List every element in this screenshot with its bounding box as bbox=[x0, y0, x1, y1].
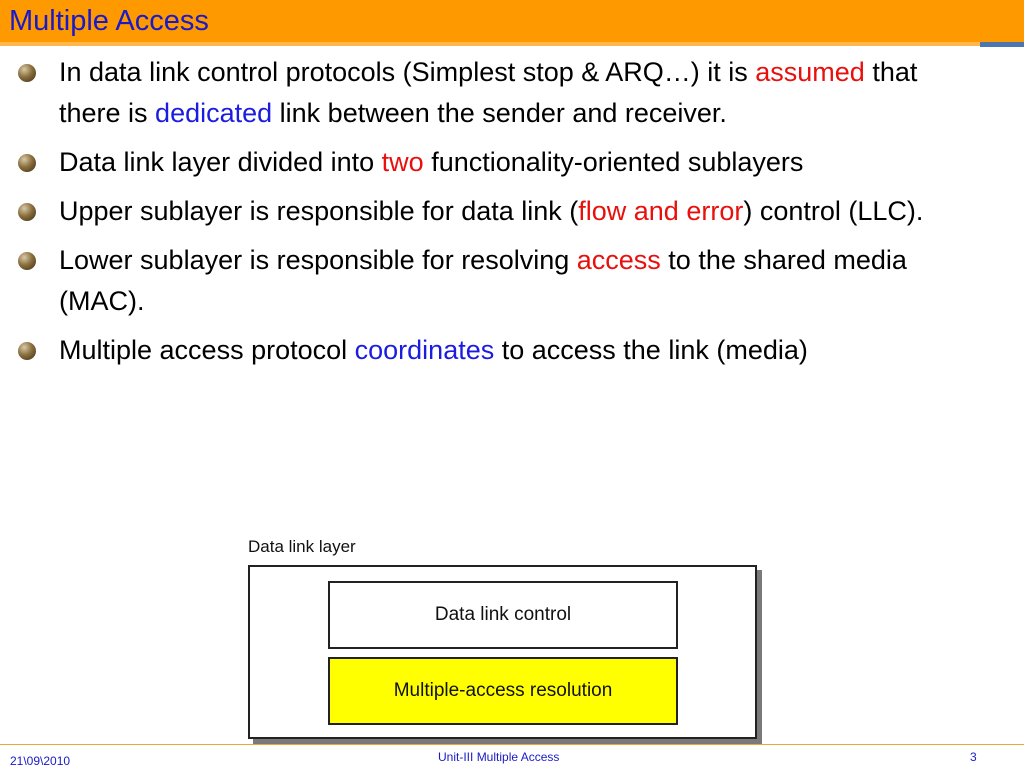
footer-title: Unit-III Multiple Access bbox=[438, 750, 559, 764]
bullet-text: In data link control protocols (Simplest… bbox=[59, 57, 756, 87]
bullet-icon bbox=[18, 342, 36, 360]
highlight-text: dedicated bbox=[155, 98, 273, 128]
multiple-access-resolution-box: Multiple-access resolution bbox=[328, 657, 678, 725]
highlight-text: assumed bbox=[755, 57, 865, 87]
bullet-text: Lower sublayer is responsible for resolv… bbox=[59, 245, 577, 275]
title-bar: Multiple Access bbox=[0, 0, 1024, 42]
bullet-text: Upper sublayer is responsible for data l… bbox=[59, 196, 579, 226]
footer-unit: Unit-III bbox=[438, 750, 474, 764]
title-underline-accent bbox=[980, 42, 1024, 47]
bullet-text: Data link layer divided into bbox=[59, 147, 382, 177]
bullet-item: Multiple access protocol coordinates to … bbox=[18, 330, 978, 371]
bullet-text: Multiple access protocol bbox=[59, 335, 355, 365]
bullet-text: to access the link (media) bbox=[494, 335, 808, 365]
data-link-control-box: Data link control bbox=[328, 581, 678, 649]
bullet-list: In data link control protocols (Simplest… bbox=[18, 52, 978, 379]
bullet-item: Data link layer divided into two functio… bbox=[18, 142, 978, 183]
highlight-text: flow and error bbox=[578, 196, 744, 226]
bullet-text: ) control (LLC). bbox=[743, 196, 924, 226]
data-link-layer-diagram: Data link control Multiple-access resolu… bbox=[248, 565, 757, 739]
bullet-text: link between the sender and receiver. bbox=[272, 98, 727, 128]
slide-title: Multiple Access bbox=[9, 5, 209, 37]
bullet-item: In data link control protocols (Simplest… bbox=[18, 52, 978, 134]
bullet-icon bbox=[18, 154, 36, 172]
footer-divider bbox=[0, 744, 1024, 745]
bullet-text: that there is bbox=[59, 57, 918, 128]
footer-date: 21\09\2010 bbox=[10, 754, 71, 768]
title-underline bbox=[0, 42, 980, 46]
highlight-text: coordinates bbox=[354, 335, 495, 365]
bullet-icon bbox=[18, 203, 36, 221]
highlight-text: access bbox=[576, 245, 661, 275]
bullet-icon bbox=[18, 252, 36, 270]
bullet-text: to the shared media (MAC). bbox=[59, 245, 907, 316]
page-number: 3 bbox=[970, 750, 977, 764]
diagram-caption: Data link layer bbox=[248, 537, 356, 556]
bullet-item: Lower sublayer is responsible for resolv… bbox=[18, 240, 978, 322]
footer-topic: Multiple Access bbox=[476, 750, 560, 764]
bullet-text: functionality-oriented sublayers bbox=[423, 147, 804, 177]
bullet-item: Upper sublayer is responsible for data l… bbox=[18, 191, 978, 232]
highlight-text: two bbox=[381, 147, 424, 177]
bullet-icon bbox=[18, 64, 36, 82]
